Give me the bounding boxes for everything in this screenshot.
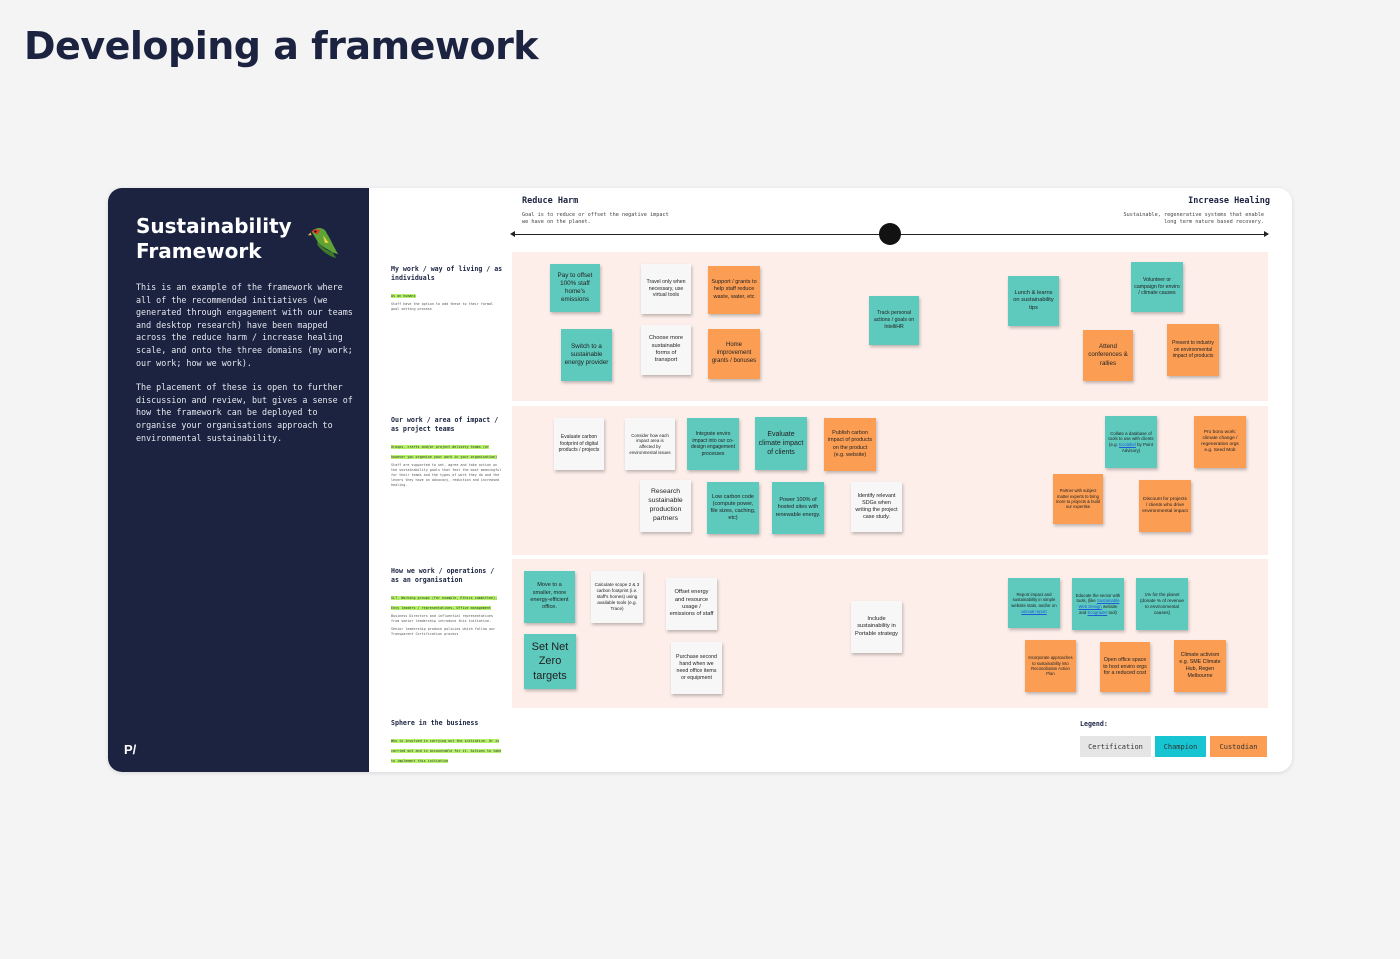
- row-highlight: SLT, Working groups (for example, Ethics…: [391, 596, 498, 610]
- scale-right-description: Sustainable, regenerative systems that e…: [1123, 212, 1264, 225]
- sidebar-description: This is an example of the framework wher…: [136, 281, 354, 456]
- sticky-note[interactable]: Power 100% of hosted sites with renewabl…: [772, 482, 824, 534]
- sticky-note[interactable]: Collate a database of tools to use with …: [1105, 416, 1157, 468]
- sticky-note[interactable]: Low carbon code (compute power, file siz…: [707, 482, 759, 534]
- note-text: Educate the sector with tools, (like Sus…: [1075, 592, 1121, 615]
- legend-item-certification: Certification: [1080, 736, 1151, 757]
- scale-left-title: Reduce Harm: [522, 196, 579, 206]
- sticky-note[interactable]: Pro bono work: climate change / regenera…: [1194, 416, 1246, 468]
- sidebar-paragraph: The placement of these is open to furthe…: [136, 382, 353, 443]
- sticky-note[interactable]: Track personal actions / goals on Intell…: [869, 296, 919, 345]
- sticky-note[interactable]: Open office space to host enviro orgs fo…: [1100, 642, 1150, 692]
- legend-item-champion: Champion: [1155, 736, 1206, 757]
- sticky-note[interactable]: Discount for projects / clients who driv…: [1139, 480, 1191, 532]
- sticky-note[interactable]: Set Net Zero targets: [524, 634, 576, 689]
- sticky-note[interactable]: Attend conferences & rallies: [1083, 330, 1133, 381]
- row-label-individuals: My work / way of living / as individuals…: [391, 265, 503, 312]
- sticky-note[interactable]: Pay to offset 100% staff home's emission…: [550, 264, 600, 312]
- sticky-note[interactable]: Choose more sustainable forms of transpo…: [641, 325, 691, 375]
- sticky-note[interactable]: 1% for the planet (donate % of revenue t…: [1136, 578, 1188, 630]
- framework-canvas: Reduce Harm Goal is to reduce or offset …: [369, 188, 1292, 772]
- scale-left-description: Goal is to reduce or offset the negative…: [522, 212, 669, 225]
- row-title: Sphere in the business: [391, 719, 479, 727]
- sticky-note[interactable]: Travel only when necessary, use virtual …: [641, 264, 691, 314]
- note-link[interactable]: Ecolabel: [1119, 442, 1136, 447]
- row-label-sphere: Sphere in the business Who is involved i…: [391, 719, 503, 764]
- sticky-note[interactable]: Integrate enviro impact into our co-desi…: [687, 418, 739, 470]
- sticky-note[interactable]: Move to a smaller, more energy-efficient…: [524, 571, 575, 623]
- row-text: Business Directors and influential repre…: [391, 614, 494, 623]
- sticky-note[interactable]: Present to industry on environmental imp…: [1167, 324, 1219, 376]
- legend-title: Legend:: [1080, 720, 1108, 728]
- scale-slider-handle[interactable]: [879, 223, 901, 245]
- sticky-note[interactable]: Climate activism e.g. SME Climate Hub, R…: [1174, 640, 1226, 692]
- sticky-note[interactable]: Publish carbon impact of products on the…: [824, 418, 876, 471]
- parrot-icon: [307, 228, 339, 259]
- legend-item-custodian: Custodian: [1210, 736, 1267, 757]
- row-title: How we work / operations / as an organis…: [391, 567, 495, 584]
- sticky-note[interactable]: Consider how each impact area is affecte…: [625, 418, 675, 470]
- sticky-note[interactable]: Evaluate climate impact of clients: [755, 417, 807, 470]
- sticky-note[interactable]: Volunteer or campaign for enviro / clima…: [1131, 262, 1183, 312]
- framework-board-card: Sustainability Framework This is an exam…: [108, 188, 1292, 772]
- note-link[interactable]: annual report: [1021, 608, 1047, 614]
- sidebar: Sustainability Framework This is an exam…: [108, 188, 369, 772]
- row-highlight: Who is involved in carrying out the init…: [391, 739, 502, 763]
- row-highlight: As an humans: [391, 294, 416, 298]
- scale-right-title: Increase Healing: [1188, 196, 1270, 206]
- sticky-note[interactable]: Evaluate carbon footprint of digital pro…: [554, 418, 604, 470]
- row-text: Staff have the option to add these to th…: [391, 302, 494, 311]
- row-highlight: Groups, crafts and/or project delivery t…: [391, 445, 498, 459]
- sticky-note[interactable]: Partner with subject matter experts to b…: [1053, 474, 1103, 524]
- note-link[interactable]: Ecograder: [1087, 609, 1108, 615]
- sticky-note[interactable]: Incorporate approaches to sustainability…: [1025, 640, 1076, 692]
- row-text: Staff are supported to set, agree and ta…: [391, 463, 502, 487]
- sidebar-paragraph: This is an example of the framework wher…: [136, 282, 353, 368]
- sticky-note[interactable]: Lunch & learns on sustainability tips: [1008, 276, 1059, 326]
- sticky-note[interactable]: Support / grants to help staff reduce wa…: [708, 266, 760, 314]
- sticky-note[interactable]: Include sustainability in Portable strat…: [851, 601, 902, 653]
- sticky-note[interactable]: Research sustainable production partners: [640, 480, 691, 532]
- note-link[interactable]: Sustainable Web Design: [1078, 598, 1120, 609]
- brand-logo: P/: [124, 742, 137, 757]
- row-label-project-teams: Our work / area of impact / as project t…: [391, 416, 503, 488]
- note-text: Report impact and sustainability in simp…: [1011, 591, 1057, 614]
- note-text: Collate a database of tools to use with …: [1108, 430, 1154, 453]
- sticky-note[interactable]: Report impact and sustainability in simp…: [1008, 578, 1060, 628]
- sticky-note[interactable]: Home improvement grants / bonuses: [708, 329, 760, 379]
- sticky-note[interactable]: Switch to a sustainable energy provider: [561, 329, 612, 381]
- arrow-right-icon: [1264, 231, 1269, 237]
- row-text: Senior leadership produce policies which…: [391, 627, 496, 636]
- sticky-note[interactable]: Educate the sector with tools, (like Sus…: [1072, 578, 1124, 630]
- sidebar-title: Sustainability Framework: [136, 214, 292, 263]
- arrow-left-icon: [510, 231, 515, 237]
- row-label-organisation: How we work / operations / as an organis…: [391, 567, 503, 637]
- page-title: Developing a framework: [24, 24, 539, 68]
- sticky-note[interactable]: Identify relevant SDGs when writing the …: [851, 482, 902, 532]
- sticky-note[interactable]: Calculate scope 2 & 3 carbon footprint (…: [591, 571, 643, 623]
- row-title: Our work / area of impact / as project t…: [391, 416, 499, 433]
- sticky-note[interactable]: Purchase second hand when we need office…: [671, 642, 722, 694]
- row-title: My work / way of living / as individuals: [391, 265, 503, 282]
- sticky-note[interactable]: Offset energy and resource usage / emiss…: [666, 578, 717, 630]
